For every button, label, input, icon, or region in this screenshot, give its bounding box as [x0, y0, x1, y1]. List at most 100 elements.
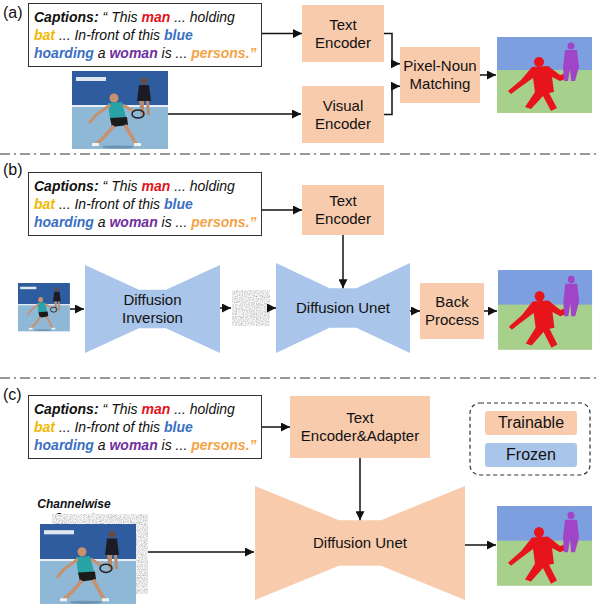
caption-box: Captions:“ This man ... holdingbat ... I… [28, 3, 262, 67]
caption-box: Captions:“ This man ... holdingbat ... I… [28, 395, 262, 459]
noise-latent [52, 514, 148, 594]
noise-latent [232, 290, 270, 326]
flow-connector [262, 33, 302, 35]
caption-word: hoarding [34, 45, 94, 61]
caption-word: bat [34, 196, 55, 212]
caption-word: is [162, 437, 172, 453]
legend-text: Frozen [506, 446, 556, 464]
caption-word: is [162, 214, 172, 230]
label-area: Text Encoder&Adapter [290, 396, 430, 458]
caption-word: this [138, 196, 160, 212]
label-area: Text Encoder [302, 5, 384, 62]
caption-word: ... [176, 45, 188, 61]
flow-arrow [270, 307, 276, 309]
caption-word: ... [59, 419, 71, 435]
hourglass-fill [276, 263, 410, 353]
label-stack: Text Encoder [310, 192, 376, 228]
caption-word: hoarding [34, 214, 94, 230]
caption-word: “ [103, 178, 108, 194]
caption-word: woman [109, 214, 157, 230]
flow-arrow [484, 310, 497, 312]
panel-tag: (a) [3, 4, 37, 22]
caption-word: ... [174, 401, 186, 417]
label-stack: Diffusion Unet [283, 299, 403, 317]
caption-word: this [138, 419, 160, 435]
input-photo [72, 71, 168, 149]
flow-connector [262, 209, 302, 211]
block-label: Back Process [422, 293, 482, 329]
caption-word: woman [109, 437, 157, 453]
flow-arrow [168, 113, 301, 115]
operation-note: Channelwise Concat [36, 497, 112, 525]
caption-word: ... [176, 214, 188, 230]
label-area: Diffusion Unet [276, 263, 410, 353]
caption-word: persons.” [191, 45, 256, 61]
flow-connector [384, 86, 400, 114]
process-box: Visual Encoder [302, 86, 384, 143]
caption-word: In-front [74, 27, 118, 43]
caption-text: Captions:“ This man ... holdingbat ... I… [29, 4, 261, 66]
caption-word: In-front [74, 419, 118, 435]
label-area: Text Encoder [302, 185, 384, 235]
label-stack: Pixel-Noun Matching [401, 57, 479, 93]
caption-word: This [111, 401, 137, 417]
caption-heading: Captions: [34, 9, 99, 25]
process-box: Pixel-Noun Matching [400, 47, 480, 103]
flow-arrow [148, 551, 254, 553]
label-stack: Diffusion Unet [280, 534, 440, 552]
caption-word: is [162, 45, 172, 61]
segmentation-output [497, 506, 592, 586]
block-label: Pixel-Noun Matching [401, 57, 479, 93]
caption-word: of [123, 27, 135, 43]
legend-text: Trainable [498, 414, 564, 432]
input-photo [40, 524, 136, 604]
panel-tag: (c) [3, 386, 37, 404]
label-area: Pixel-Noun Matching [400, 47, 480, 103]
caption-word: ... [174, 178, 186, 194]
hourglass-fill [255, 486, 465, 600]
label-area: Diffusion Unet [255, 486, 465, 600]
hourglass-block: Diffusion Unet [276, 263, 410, 353]
block-label: Diffusion Unet [283, 299, 403, 317]
block-label: Text Encoder [310, 192, 376, 228]
label-area: Back Process [420, 283, 484, 339]
label-stack: Diffusion Inversion [113, 291, 193, 327]
label-stack: Text Encoder [310, 16, 376, 52]
block-label: Diffusion Unet [280, 534, 440, 552]
caption-word: In-front [74, 196, 118, 212]
caption-word: This [111, 178, 137, 194]
caption-word: woman [109, 45, 157, 61]
caption-word: hoarding [34, 437, 94, 453]
segmentation-output [497, 37, 592, 113]
caption-heading: Captions: [34, 178, 99, 194]
caption-text: Captions:“ This man ... holding bat ... I… [29, 173, 261, 235]
input-photo [18, 283, 70, 331]
caption-word: man [141, 178, 170, 194]
label-area: Diffusion Inversion [85, 265, 220, 353]
block-label: Visual Encoder [310, 97, 376, 133]
block-label: Text Encoder [310, 16, 376, 52]
flow-arrow [70, 308, 84, 310]
caption-word: persons.” [191, 437, 256, 453]
panel-separator [0, 377, 598, 378]
caption-word: ... [176, 437, 188, 453]
caption-word: holding [190, 178, 235, 194]
caption-word: of [123, 419, 135, 435]
caption-box: Captions:“ This man ... holding bat ... I… [28, 172, 262, 236]
flow-arrow [465, 544, 496, 546]
flow-connector [410, 310, 420, 312]
flow-connector [262, 426, 290, 428]
flow-connector [359, 458, 361, 520]
label-stack: Back Process [422, 293, 482, 329]
caption-word: This [111, 9, 137, 25]
caption-text: Captions:“ This man ... holdingbat ... I… [29, 396, 261, 458]
caption-word: persons.” [191, 214, 256, 230]
block-label: Text Encoder&Adapter [293, 409, 427, 445]
legend-swatch: Frozen [485, 443, 577, 467]
hourglass-fill [85, 265, 220, 353]
legend-swatch: Trainable [485, 411, 577, 435]
caption-word: “ [103, 9, 108, 25]
hourglass-block: Diffusion Unet [255, 486, 465, 600]
caption-word: this [138, 27, 160, 43]
flow-connector [384, 34, 400, 64]
